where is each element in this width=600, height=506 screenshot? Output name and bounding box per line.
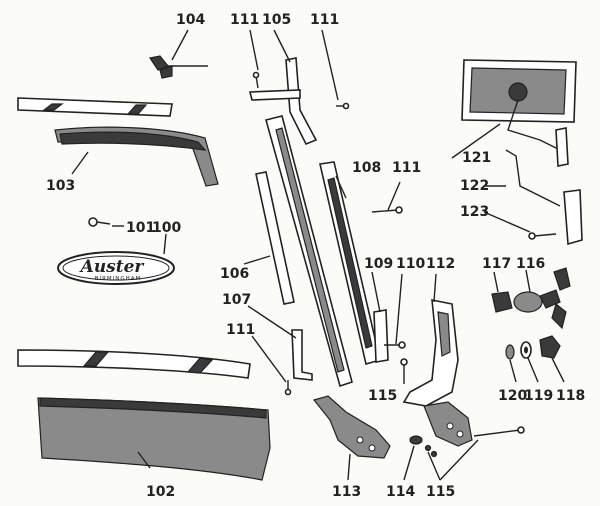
mounting-plate-112 (402, 299, 459, 407)
upright-bracket (248, 57, 318, 146)
callout-109: 109 (364, 256, 393, 272)
callout-123: 123 (460, 204, 489, 220)
small-screw-top-left (252, 71, 260, 89)
bolt-115-upper (400, 358, 408, 384)
dome-nut-118 (539, 335, 561, 359)
leader-lines (71, 29, 565, 481)
windscreen-bottom-strip (17, 349, 251, 379)
callout-111-lower: 111 (226, 322, 255, 338)
callout-115-upper: 115 (368, 388, 397, 404)
callout-120: 120 (498, 388, 527, 404)
callout-112: 112 (426, 256, 455, 272)
small-nuts-115 (424, 444, 438, 458)
callout-101: 101 (126, 220, 155, 236)
callout-labels: 104 111 105 111 103 101 100 108 111 121 … (46, 12, 585, 500)
long-bolt-115 (473, 426, 525, 437)
cap-nut-117 (491, 291, 513, 313)
mirror-121 (461, 59, 577, 167)
callout-105: 105 (262, 12, 291, 28)
windscreen-frame-top (54, 126, 219, 187)
callout-117: 117 (482, 256, 511, 272)
callout-102: 102 (146, 484, 175, 500)
badge-screw (88, 217, 111, 227)
callout-111-top-right: 111 (310, 12, 339, 28)
wing-nut-116 (513, 267, 571, 330)
callout-115-lower: 115 (426, 484, 455, 500)
hinge-bracket-109 (373, 309, 389, 363)
callout-122: 122 (460, 178, 489, 194)
bolt-110 (384, 341, 406, 349)
callout-116: 116 (516, 256, 545, 272)
small-screw-top-right (336, 102, 350, 110)
callout-110: 110 (396, 256, 425, 272)
callout-108: 108 (352, 160, 381, 176)
small-screw-111-lower (284, 380, 292, 396)
badge-city-text: BIRMINGHAM (95, 276, 142, 282)
mirror-arm-122 (505, 149, 583, 246)
auster-badge: Auster BIRMINGHAM (57, 251, 175, 285)
badge-brand-text: Auster (79, 257, 145, 277)
callout-113: 113 (332, 484, 361, 500)
small-bracket-107 (291, 329, 313, 381)
callout-107: 107 (222, 292, 251, 308)
lower-hinge-plate (423, 401, 473, 447)
hinge-plate-113 (312, 395, 391, 459)
callout-100: 100 (152, 220, 181, 236)
side-screen-frame-main (265, 115, 353, 388)
windscreen-frame-bottom (37, 397, 271, 481)
wing-bolt (149, 55, 208, 79)
callout-119: 119 (524, 388, 553, 404)
callout-111-top-left: 111 (230, 12, 259, 28)
callout-121: 121 (462, 150, 491, 166)
washer-114 (409, 435, 423, 445)
washer-120 (505, 344, 515, 360)
side-screen-strip-106 (255, 171, 295, 305)
callout-118: 118 (556, 388, 585, 404)
callout-103: 103 (46, 178, 75, 194)
screw-123 (528, 232, 557, 240)
bolt-111-right (371, 206, 403, 214)
callout-104: 104 (176, 12, 205, 28)
windscreen-top-strip (17, 97, 173, 117)
callout-111-right: 111 (392, 160, 421, 176)
washer-119 (520, 341, 532, 359)
callout-114: 114 (386, 484, 415, 500)
callout-106: 106 (220, 266, 249, 282)
